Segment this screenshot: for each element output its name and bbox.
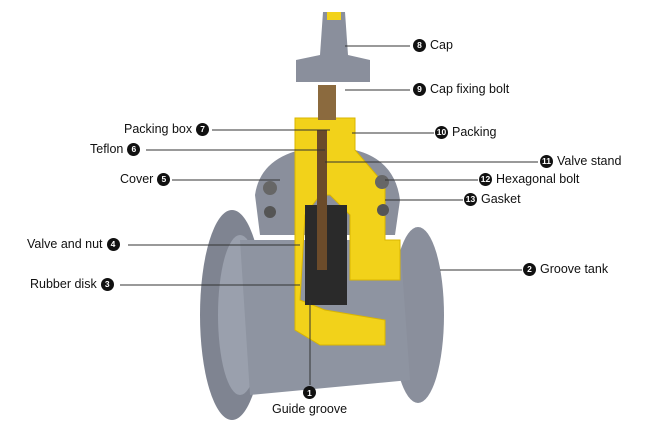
label-number: 3: [100, 277, 114, 291]
label-text: Groove tank: [540, 262, 609, 276]
label-packing: 10 Packing: [435, 125, 496, 139]
label-number: 12: [479, 172, 492, 186]
label-text: Valve stand: [557, 154, 622, 168]
label-text: Rubber disk: [30, 277, 97, 291]
label-groove-tank: 2 Groove tank: [523, 262, 608, 276]
label-number: 9: [413, 82, 426, 96]
label-guide-groove: Guide groove: [272, 402, 347, 416]
label-text: Cap fixing bolt: [430, 82, 510, 96]
label-number: 5: [157, 172, 171, 186]
label-number: 1: [303, 386, 316, 399]
label-number: 8: [413, 38, 426, 52]
label-number: 11: [540, 154, 553, 168]
label-text: Packing box: [124, 122, 193, 136]
leader-lines: [120, 45, 538, 385]
label-text: Valve and nut: [27, 237, 103, 251]
label-cap-fixing-bolt: 9 Cap fixing bolt: [413, 82, 509, 96]
label-number: 2: [523, 262, 536, 276]
label-cap: 8 Cap: [413, 38, 453, 52]
label-text: Gasket: [481, 192, 521, 206]
label-number: 10: [435, 125, 448, 139]
label-text: Packing: [452, 125, 497, 139]
label-text: Hexagonal bolt: [496, 172, 580, 186]
label-number: 6: [127, 142, 141, 156]
label-gasket: 13 Gasket: [464, 192, 521, 206]
label-hexagonal-bolt: 12 Hexagonal bolt: [479, 172, 579, 186]
label-number: 13: [464, 192, 477, 206]
label-number: 4: [106, 237, 120, 251]
label-text: Teflon: [90, 142, 124, 156]
cap: [296, 12, 370, 82]
label-text: Cap: [430, 38, 453, 52]
label-valve-stand: 11 Valve stand: [540, 154, 621, 168]
label-text: Guide groove: [272, 402, 348, 416]
label-number: 7: [196, 122, 210, 136]
label-guide-groove-number: 1: [303, 386, 316, 399]
label-text: Cover: [120, 172, 154, 186]
